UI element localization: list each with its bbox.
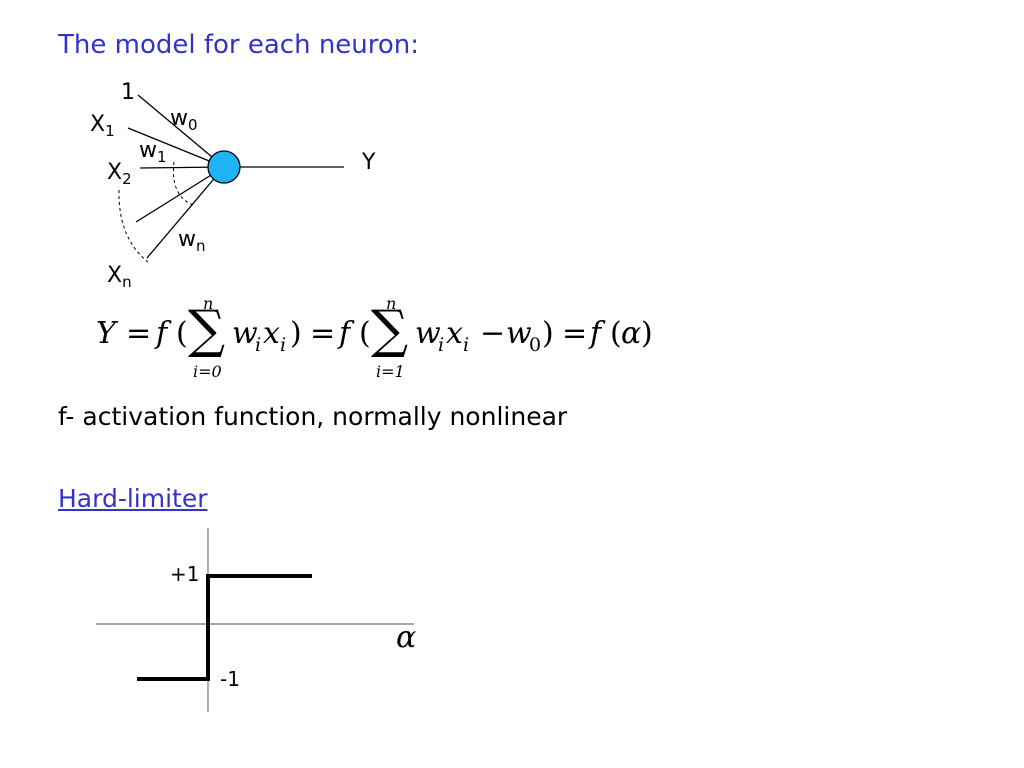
- output-label-y: Y: [362, 150, 376, 175]
- formula-w0: w: [506, 316, 532, 351]
- step-function-curve: [137, 574, 312, 681]
- formula-lparen-1: (: [176, 316, 188, 351]
- dashed-arc-inner: [172, 161, 197, 207]
- formula-x-sub-i-1: i: [280, 334, 287, 356]
- weight-label-wn: wn: [178, 227, 206, 255]
- formula-y: Y: [96, 316, 116, 351]
- formula-w0-sub: 0: [529, 334, 542, 356]
- formula-lparen-2: (: [359, 316, 371, 351]
- minus-one-label: -1: [220, 667, 240, 691]
- activation-note: f- activation function, normally nonline…: [58, 402, 568, 431]
- formula-w-2: w: [415, 316, 441, 351]
- neuron-formula: Y = f ( n ∑ i=0 w i x i ) = f ( n ∑ i=1 …: [96, 294, 716, 394]
- sum1-upper: n: [203, 294, 214, 313]
- weight-label-w0: w0: [170, 106, 198, 134]
- formula-x-2: x: [446, 316, 463, 351]
- dashed-arc-outer: [118, 189, 149, 263]
- input-label-x2: X2: [107, 160, 132, 188]
- formula-w-sub-i-2: i: [438, 334, 445, 356]
- formula-eq-3: =: [562, 316, 588, 351]
- formula-f-2: f: [339, 316, 351, 351]
- formula-x-1: x: [263, 316, 280, 351]
- formula-minus: −: [480, 316, 506, 351]
- input-line-1: [137, 94, 225, 168]
- page-title: The model for each neuron:: [58, 30, 420, 60]
- formula-rparen-2: ): [542, 316, 554, 351]
- formula-eq-1: =: [126, 316, 152, 351]
- input-label-x1: X1: [90, 112, 115, 140]
- input-line-x3: [135, 166, 225, 223]
- formula-eq-2: =: [310, 316, 336, 351]
- sum2-upper: n: [386, 294, 397, 313]
- formula-lparen-3: (: [610, 316, 622, 351]
- formula-x-sub-i-2: i: [463, 334, 470, 356]
- sum2-lower: i=1: [376, 362, 405, 381]
- alpha-axis-label: α: [396, 620, 417, 655]
- formula-f-1: f: [156, 316, 168, 351]
- hard-limiter-link[interactable]: Hard-limiter: [58, 484, 208, 513]
- input-label-xn: Xn: [107, 263, 132, 291]
- formula-w-1: w: [232, 316, 258, 351]
- plus-one-label: +1: [170, 562, 200, 586]
- formula-rparen-1: ): [290, 316, 302, 351]
- weight-label-w1: w1: [139, 138, 167, 166]
- formula-w-sub-i-1: i: [255, 334, 262, 356]
- sum1-lower: i=0: [193, 362, 222, 381]
- neuron-node: [207, 150, 241, 184]
- formula-alpha: α: [621, 316, 642, 351]
- sum2-symbol: ∑: [371, 300, 409, 360]
- formula-rparen-3: ): [641, 316, 653, 351]
- formula-f-3: f: [590, 316, 602, 351]
- input-line-xn: [146, 166, 225, 259]
- sum1-symbol: ∑: [188, 300, 226, 360]
- input-line-x1: [127, 127, 225, 168]
- input-label-1: 1: [121, 80, 135, 105]
